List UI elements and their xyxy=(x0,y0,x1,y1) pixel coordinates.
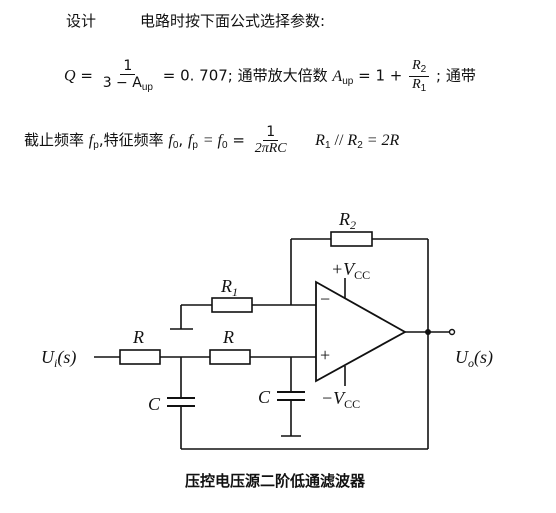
q-value: = 0. 707; xyxy=(162,66,233,85)
freq-fraction: 1 2πRC xyxy=(252,124,290,157)
label-c1: C xyxy=(148,394,161,414)
op-amp xyxy=(315,280,407,383)
output-terminal[interactable] xyxy=(448,328,456,336)
gain-fraction: R2 R1 xyxy=(409,58,430,94)
q-symbol: Q xyxy=(64,67,76,85)
freq-equation-mid: = f0 xyxy=(202,132,228,152)
label-input-voltage: Ui(s) xyxy=(41,347,76,370)
resistor-r1 xyxy=(211,297,253,313)
label-r1: R1 xyxy=(220,276,238,299)
label-vcc-positive: +VCC xyxy=(331,259,370,282)
freq-denominator: 2πRC xyxy=(254,141,287,157)
f0-symbol: f0 xyxy=(168,132,179,152)
noninverting-sign: + xyxy=(320,345,330,365)
gain-denominator: R1 xyxy=(412,76,427,94)
comma: , xyxy=(178,131,184,150)
gain-equals: = 1 + xyxy=(358,66,403,85)
design-label: 设计 xyxy=(66,12,97,30)
resistor-r-second xyxy=(209,349,251,365)
characteristic-label: ,特征频率 xyxy=(98,131,164,150)
text-line-2: Q = 1 3 − Aup = 0. 707; 通带放大倍数 Aup = 1 +… xyxy=(64,58,476,94)
inverting-sign: − xyxy=(320,289,330,309)
q-denominator: 3 − Aup xyxy=(102,75,153,94)
text-line-3: 截止频率 fp,特征频率 f0, fp = f0 = 1 2πRC R1 // … xyxy=(24,124,399,157)
figure-caption: 压控电压源二阶低通滤波器 xyxy=(185,472,366,490)
label-output-voltage: Uo(s) xyxy=(455,347,493,370)
parallel-resistor-equation: R1 // R2 = 2R xyxy=(315,132,400,152)
q-fraction: 1 3 − Aup xyxy=(100,58,156,94)
label-r-second: R xyxy=(222,327,234,347)
label-vcc-negative: −VCC xyxy=(321,388,360,411)
label-c2: C xyxy=(258,387,271,407)
gain-numerator: R2 xyxy=(409,58,430,77)
freq-numerator: 1 xyxy=(263,124,279,142)
label-r2: R2 xyxy=(338,209,356,232)
design-instruction: 电路时按下面公式选择参数: xyxy=(140,12,326,30)
text-line-1: 设计 电路时按下面公式选择参数: xyxy=(66,14,325,29)
gain-symbol: Aup xyxy=(332,67,354,87)
fp-symbol: fp xyxy=(88,132,99,152)
q-numerator: 1 xyxy=(120,58,136,76)
q-equals: = xyxy=(80,66,93,85)
cutoff-label: 截止频率 xyxy=(24,131,85,150)
passband-gain-label: 通带放大倍数 xyxy=(237,66,328,85)
resistor-r2 xyxy=(330,231,373,247)
resistor-r-input xyxy=(119,349,161,365)
freq-equation-lhs: fp xyxy=(187,132,198,152)
gain-tail: ; 通带 xyxy=(436,66,476,85)
label-r-input: R xyxy=(132,327,144,347)
freq-equals: = xyxy=(232,131,245,150)
